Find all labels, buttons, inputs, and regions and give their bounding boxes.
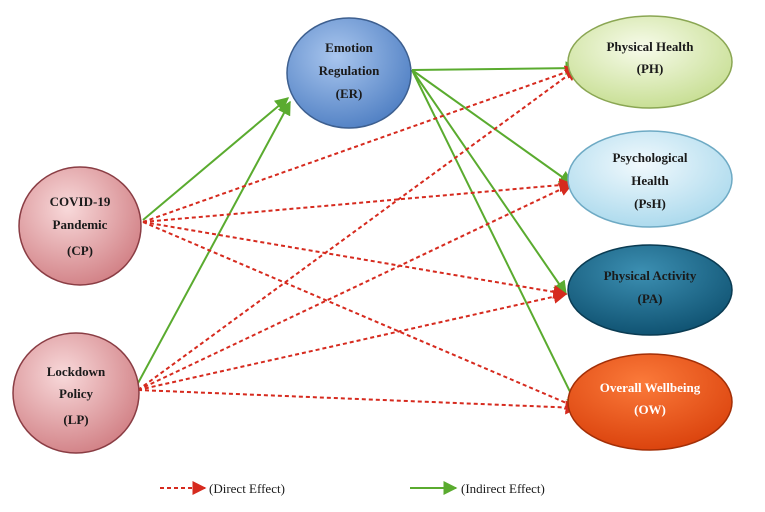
node-ph-line-1: Physical Health [606, 39, 694, 54]
edge-er-psh [411, 69, 574, 185]
node-lp-line-2: Policy [59, 386, 93, 401]
edge-er-ph [411, 61, 580, 76]
node-psh-line-2: Health [631, 173, 669, 188]
node-lp-line-3: (LP) [63, 412, 88, 427]
node-er-line-2: Regulation [319, 63, 380, 78]
edge-lp-ow [137, 389, 580, 415]
node-cp-line-3: (CP) [67, 243, 93, 258]
node-ow-line-1: Overall Wellbeing [600, 380, 701, 395]
node-lp-line-1: Lockdown [47, 364, 106, 379]
node-psh-line-1: Psychological [612, 150, 687, 165]
node-psh-line-3: (PsH) [634, 196, 666, 211]
edge-er-ow [411, 69, 579, 410]
edge-lp-psh [137, 183, 574, 391]
node-emotion-regulation[interactable]: Emotion Regulation (ER) [286, 17, 412, 129]
edge-cp-ow [142, 221, 580, 410]
edge-lp-er [136, 100, 291, 386]
edge-lp-pa [137, 289, 568, 391]
legend: (Direct Effect) (Indirect Effect) [160, 481, 545, 496]
legend-indirect-label: (Indirect Effect) [461, 481, 545, 496]
node-covid-pandemic[interactable]: COVID-19 Pandemic (CP) [18, 166, 142, 286]
node-pa-line-1: Physical Activity [604, 268, 697, 283]
edge-er-pa [411, 69, 567, 296]
legend-direct-label: (Direct Effect) [209, 481, 285, 496]
node-ow-line-2: (OW) [634, 402, 666, 417]
node-er-line-1: Emotion [325, 40, 373, 55]
node-overall-wellbeing[interactable]: Overall Wellbeing (OW) [567, 353, 733, 451]
edges [136, 61, 580, 415]
node-er-line-3: (ER) [336, 86, 363, 101]
node-lockdown-policy[interactable]: Lockdown Policy (LP) [12, 332, 140, 454]
node-cp-line-2: Pandemic [53, 217, 108, 232]
node-ph-line-2: (PH) [637, 61, 664, 76]
node-cp-line-1: COVID-19 [50, 194, 111, 209]
edge-cp-er [142, 97, 290, 221]
edge-cp-psh [142, 178, 574, 223]
node-physical-activity[interactable]: Physical Activity (PA) [567, 244, 733, 336]
node-pa-line-2: (PA) [637, 291, 662, 306]
node-physical-health[interactable]: Physical Health (PH) [567, 15, 733, 109]
node-psychological-health[interactable]: Psychological Health (PsH) [567, 130, 733, 228]
edge-cp-pa [142, 221, 568, 299]
